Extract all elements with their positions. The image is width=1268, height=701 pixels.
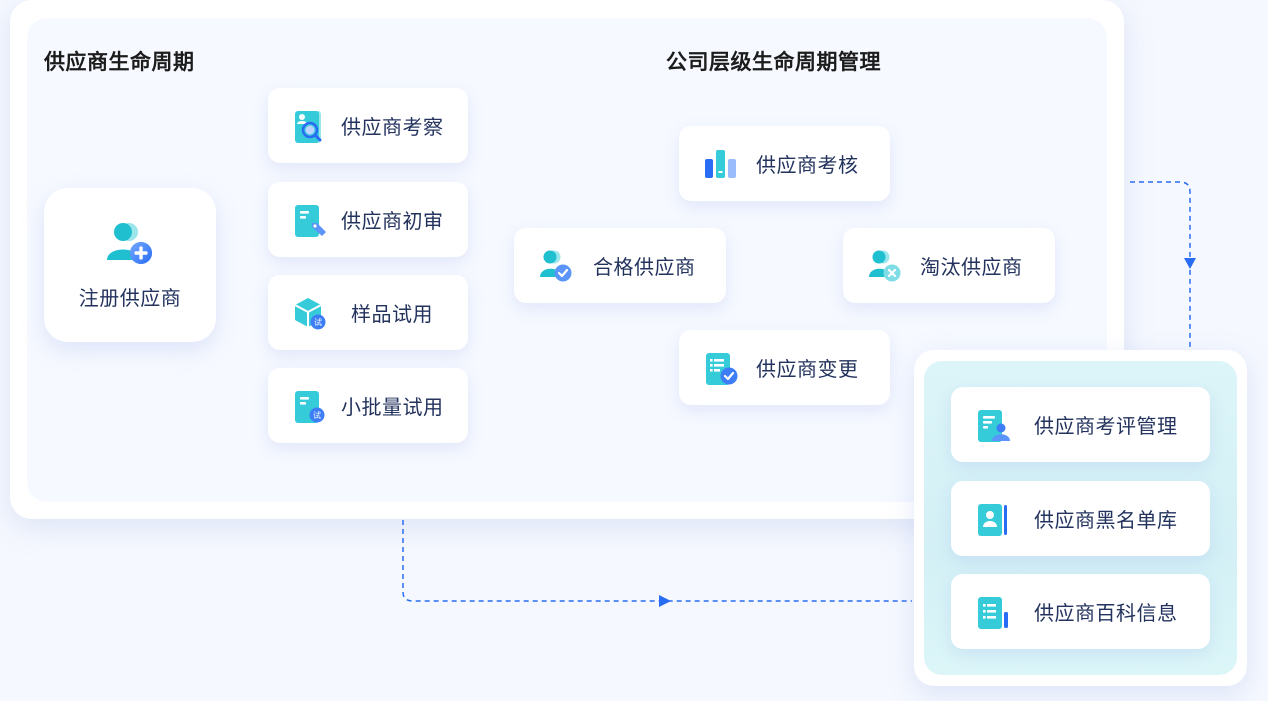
management-item-label: 供应商黑名单库 bbox=[1034, 508, 1178, 532]
company-item-label: 淘汰供应商 bbox=[920, 255, 1023, 279]
list-check-icon bbox=[704, 351, 738, 385]
step-label: 样品试用 bbox=[351, 302, 433, 326]
step-label: 小批量试用 bbox=[341, 395, 444, 419]
svg-text:试: 试 bbox=[313, 410, 321, 420]
user-check-icon bbox=[539, 249, 573, 283]
management-item-label: 供应商百科信息 bbox=[1034, 601, 1178, 625]
list-book-icon bbox=[976, 595, 1010, 629]
step-label: 供应商初审 bbox=[341, 209, 444, 233]
lifecycle-title: 供应商生命周期 bbox=[44, 50, 195, 74]
company-eliminated-supplier[interactable]: 淘汰供应商 bbox=[843, 228, 1055, 303]
user-remove-icon bbox=[868, 249, 902, 283]
management-supplier-evaluation[interactable]: 供应商考评管理 bbox=[951, 387, 1210, 462]
arrow-down-icon bbox=[1184, 258, 1196, 269]
document-user-icon bbox=[976, 408, 1010, 442]
user-add-icon bbox=[105, 220, 155, 266]
bar-chart-icon bbox=[704, 147, 738, 181]
connector-top-right bbox=[1130, 181, 1191, 350]
management-supplier-encyclopedia[interactable]: 供应商百科信息 bbox=[951, 574, 1210, 649]
company-lifecycle-title: 公司层级生命周期管理 bbox=[666, 50, 881, 74]
step-label: 供应商考察 bbox=[341, 115, 444, 139]
step-supplier-preliminary-review[interactable]: 供应商初审 bbox=[268, 182, 468, 257]
step-sample-trial[interactable]: 试 样品试用 bbox=[268, 275, 468, 350]
company-qualified-supplier[interactable]: 合格供应商 bbox=[514, 228, 726, 303]
svg-text:试: 试 bbox=[314, 317, 322, 327]
profile-search-icon bbox=[293, 109, 327, 143]
step-small-batch-trial[interactable]: 试 小批量试用 bbox=[268, 368, 468, 443]
contact-book-icon bbox=[976, 502, 1010, 536]
step-supplier-inspection[interactable]: 供应商考察 bbox=[268, 88, 468, 163]
management-item-label: 供应商考评管理 bbox=[1034, 414, 1178, 438]
management-supplier-blacklist[interactable]: 供应商黑名单库 bbox=[951, 481, 1210, 556]
register-supplier-label: 注册供应商 bbox=[78, 285, 182, 310]
company-supplier-change[interactable]: 供应商变更 bbox=[679, 330, 890, 405]
company-supplier-assessment[interactable]: 供应商考核 bbox=[679, 126, 890, 201]
register-supplier-card[interactable]: 注册供应商 bbox=[44, 188, 216, 342]
document-trial-icon: 试 bbox=[293, 389, 327, 423]
company-item-label: 合格供应商 bbox=[593, 255, 696, 279]
company-item-label: 供应商考核 bbox=[756, 153, 859, 177]
arrow-right-icon bbox=[659, 595, 671, 607]
document-tag-icon bbox=[293, 203, 327, 237]
cube-trial-icon: 试 bbox=[293, 296, 327, 330]
connector-bottom bbox=[402, 520, 912, 602]
company-item-label: 供应商变更 bbox=[756, 357, 859, 381]
